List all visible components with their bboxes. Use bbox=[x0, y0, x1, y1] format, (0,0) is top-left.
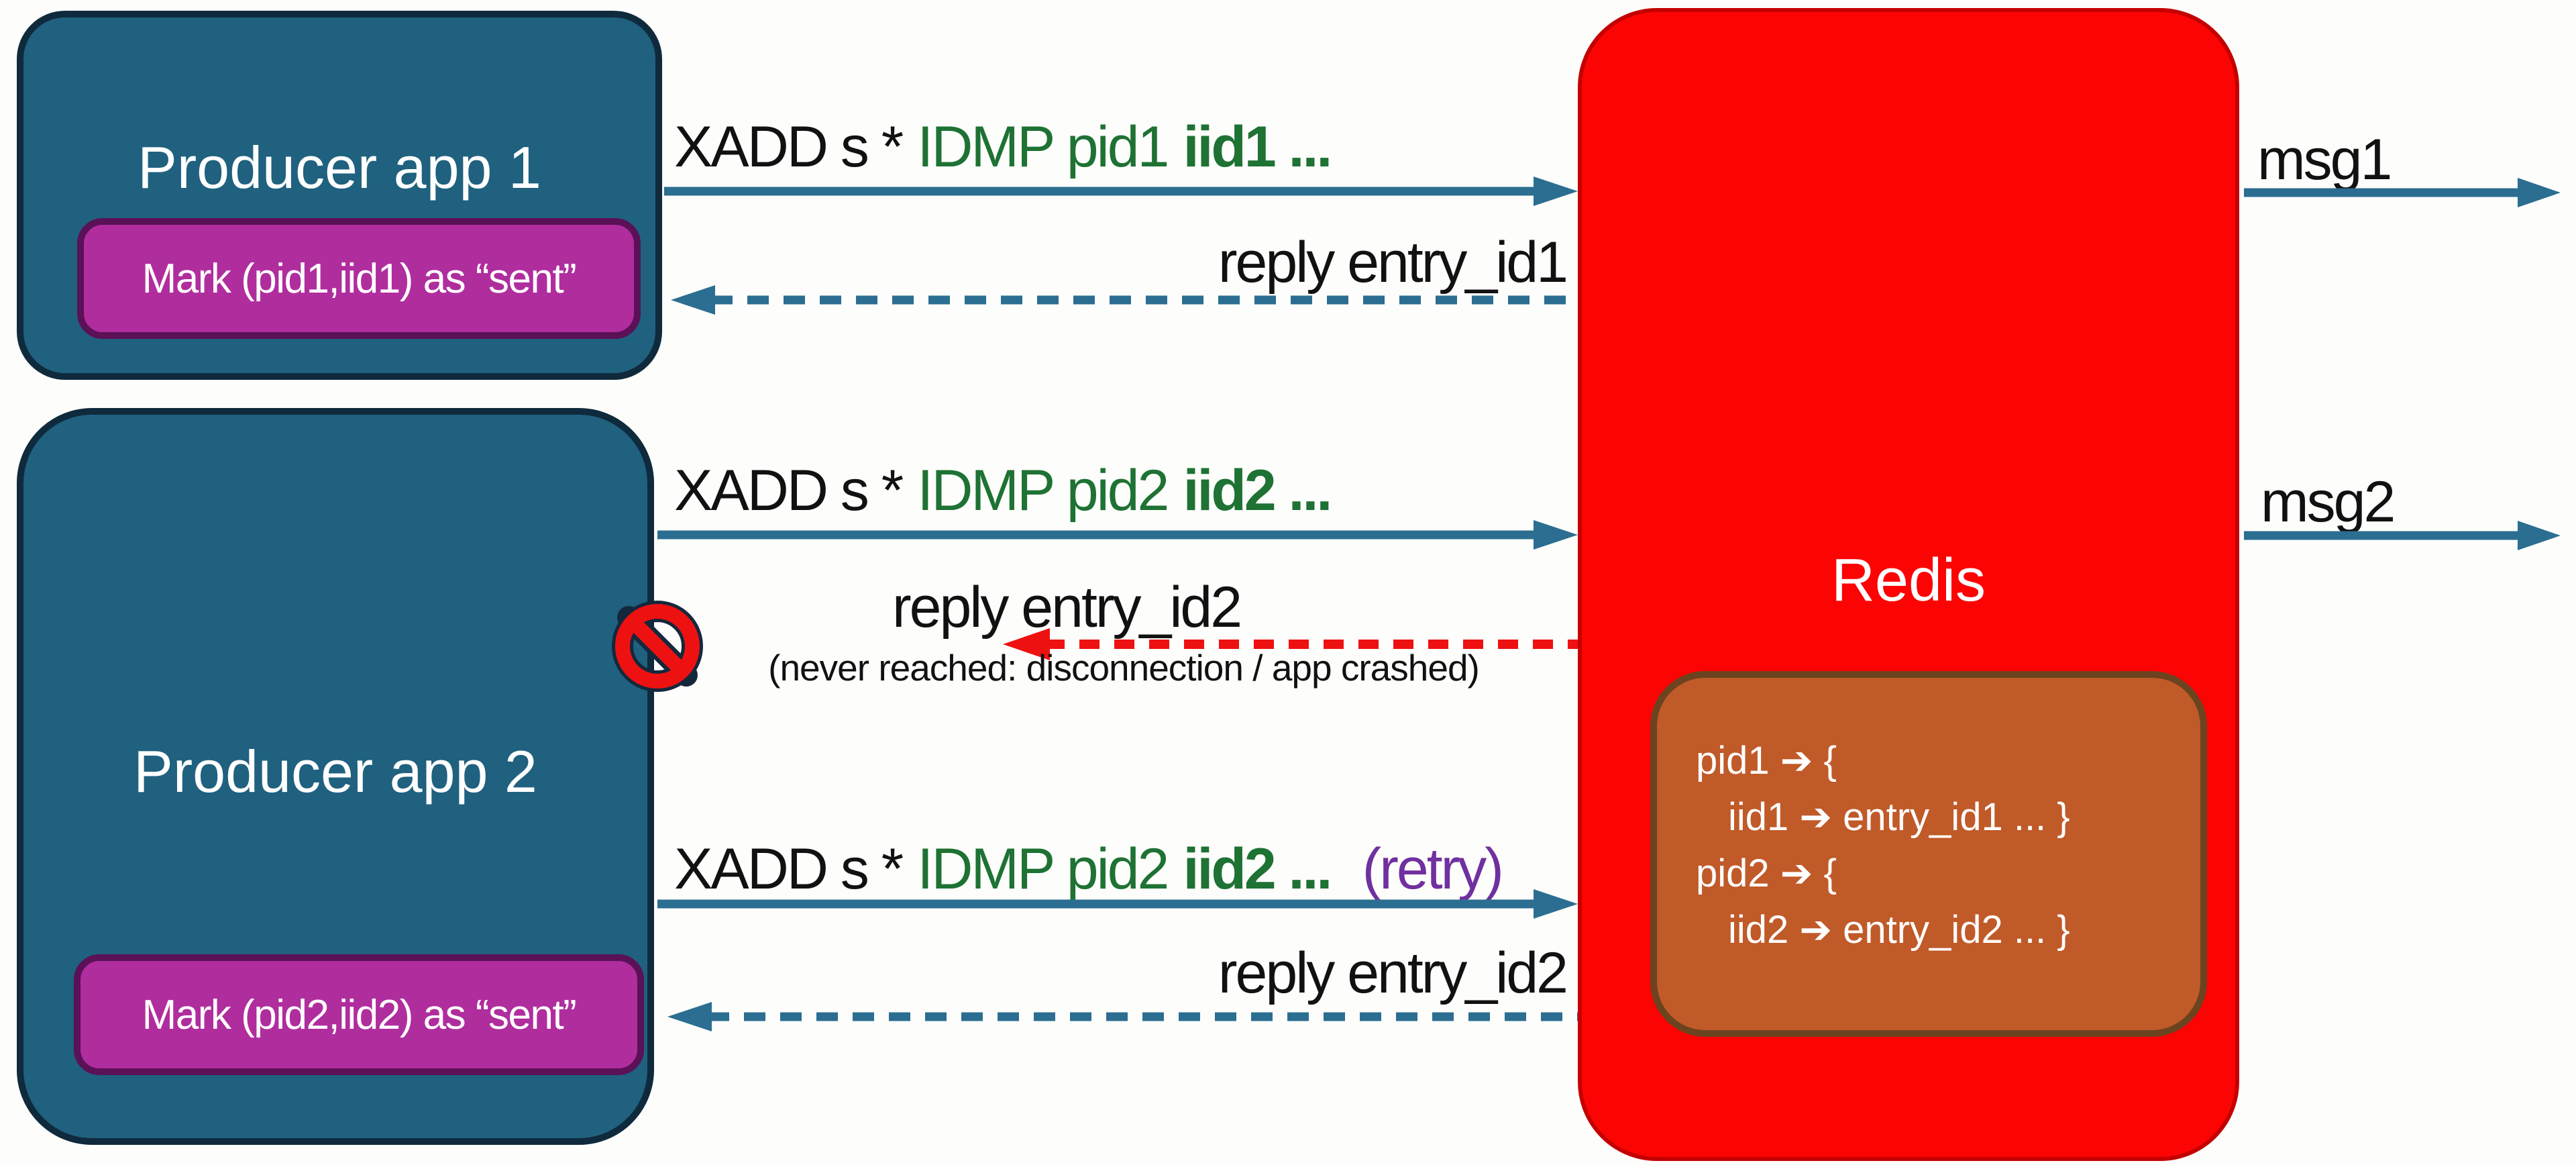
xadd-retry-arrow bbox=[657, 889, 1578, 919]
mark-sent-2-box: Mark (pid2,iid2) as “sent” bbox=[74, 954, 644, 1075]
xadd2-idmp: IDMP pid2 bbox=[917, 458, 1169, 523]
mark-sent-1-label: Mark (pid1,iid1) as “sent” bbox=[142, 255, 577, 302]
xadd2-cmd: XADD s * bbox=[674, 458, 904, 523]
xadd-retry-tag: (retry) bbox=[1362, 837, 1504, 901]
reply2-label: reply entry_id2 bbox=[1218, 941, 1568, 1005]
store-line-iid2: iid2 ➔ entry_id2 ... } bbox=[1728, 908, 2070, 952]
xadd-retry-iid: iid2 ... bbox=[1183, 837, 1333, 901]
reply1-label: reply entry_id1 bbox=[1218, 230, 1568, 295]
producer-app-1-title: Producer app 1 bbox=[138, 134, 541, 201]
xadd2-arrow bbox=[657, 520, 1578, 550]
xadd-retry-cmd: XADD s * bbox=[674, 837, 904, 901]
msg1-arrow bbox=[2244, 178, 2561, 207]
xadd1-arrow bbox=[664, 176, 1578, 206]
reply2-arrow bbox=[667, 1002, 1578, 1031]
reply2-blocked-arrow bbox=[1003, 628, 1578, 660]
redis-idmp-store-box: pid1 ➔ { iid1 ➔ entry_id1 ... } pid2 ➔ {… bbox=[1650, 671, 2207, 1037]
msg2-arrow bbox=[2244, 521, 2561, 550]
reply1-arrow bbox=[671, 285, 1578, 315]
producer-app-2-title: Producer app 2 bbox=[133, 738, 537, 805]
xadd1-iid: iid1 ... bbox=[1183, 115, 1333, 179]
xadd1-idmp: IDMP pid1 bbox=[917, 115, 1169, 179]
reply2-blocked-label: reply entry_id2 bbox=[892, 575, 1242, 640]
msg1-label: msg1 bbox=[2257, 128, 2392, 192]
redis-title: Redis bbox=[1831, 547, 1986, 614]
msg2-label: msg2 bbox=[2261, 470, 2396, 534]
xadd1-cmd: XADD s * bbox=[674, 115, 904, 179]
mark-sent-1-box: Mark (pid1,iid1) as “sent” bbox=[77, 218, 641, 339]
never-reached-note: (never reached: disconnection / app cras… bbox=[768, 647, 1480, 689]
xadd2-iid: iid2 ... bbox=[1183, 458, 1333, 523]
mark-sent-2-label: Mark (pid2,iid2) as “sent” bbox=[142, 991, 577, 1038]
store-line-iid1: iid1 ➔ entry_id1 ... } bbox=[1728, 795, 2070, 839]
no-entry-icon bbox=[612, 601, 703, 692]
store-line-pid1: pid1 ➔ { bbox=[1696, 739, 1837, 782]
xadd-retry-idmp: IDMP pid2 bbox=[917, 837, 1169, 901]
store-line-pid2: pid2 ➔ { bbox=[1696, 852, 1837, 895]
